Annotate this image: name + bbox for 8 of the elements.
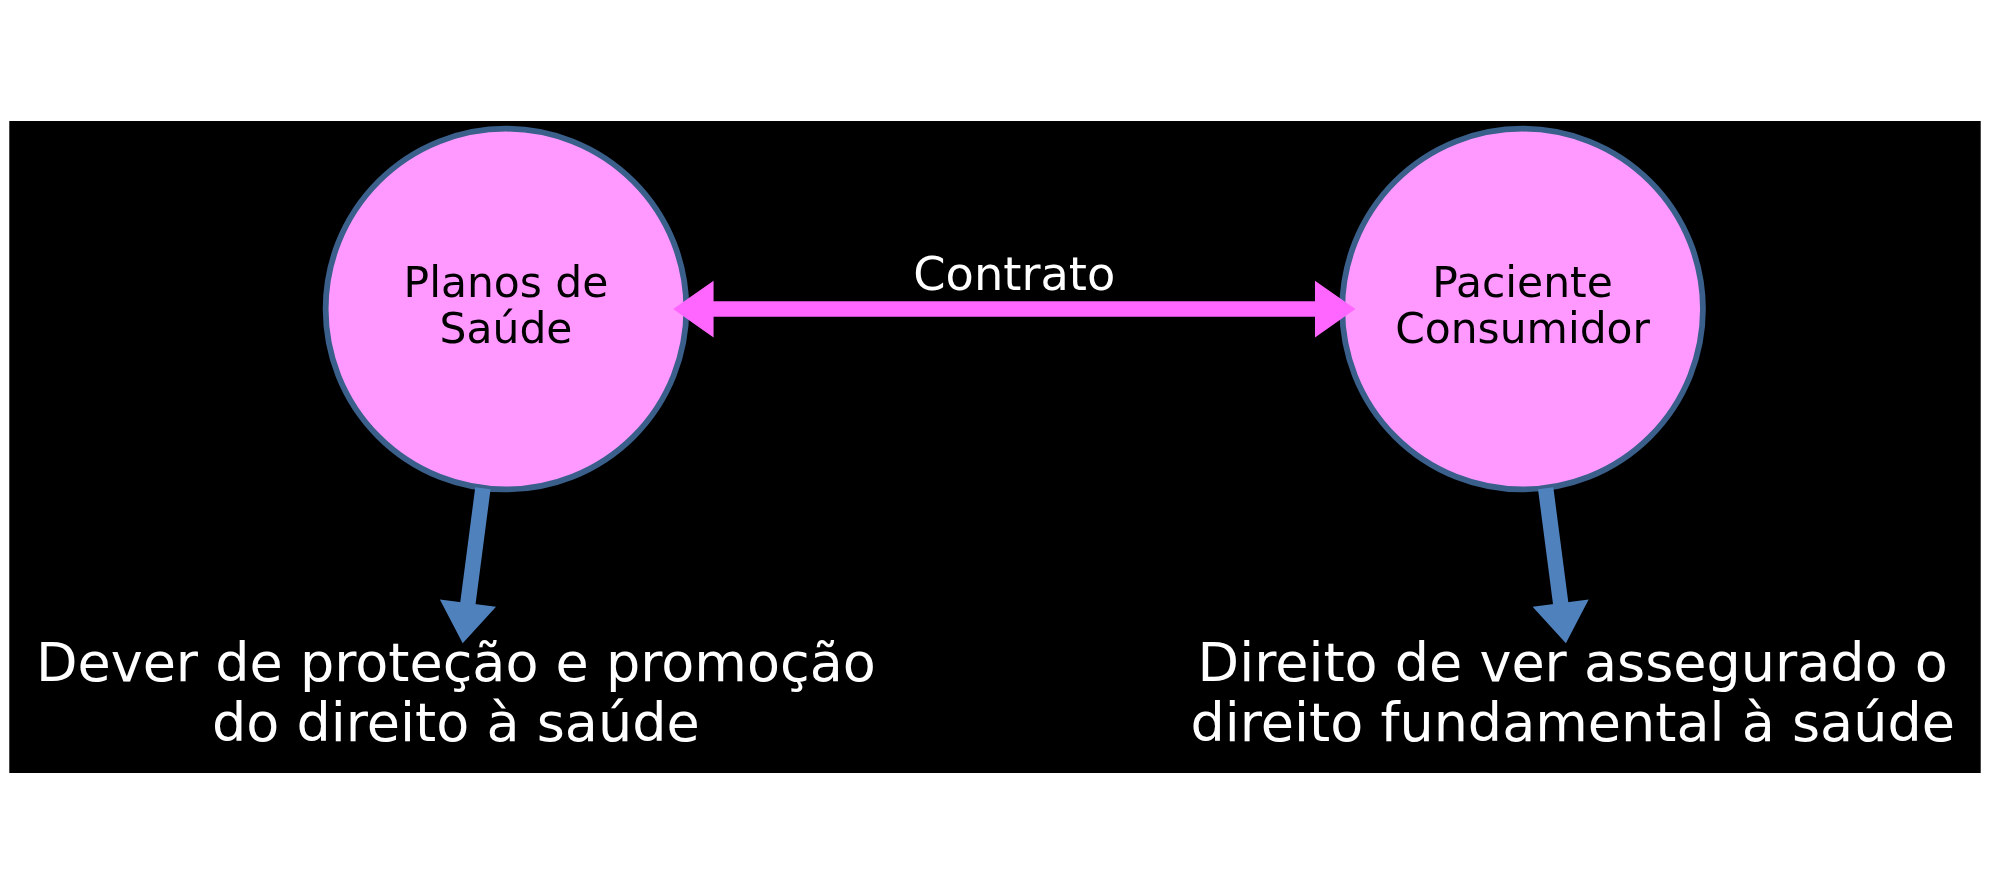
node-circle: Paciente Consumidor: [1339, 125, 1706, 492]
arrow: [1532, 486, 1589, 643]
node-circle: Planos de Saúde: [322, 125, 690, 492]
arrow: [673, 280, 1356, 337]
arrow: [439, 486, 497, 643]
node-text: Direito de ver assegurado o direito fundamental à saúde: [1190, 630, 1955, 754]
edge-label: Contrato: [913, 246, 1116, 301]
node-text: Dever de proteção e promoção do direito à saúde: [35, 630, 876, 754]
